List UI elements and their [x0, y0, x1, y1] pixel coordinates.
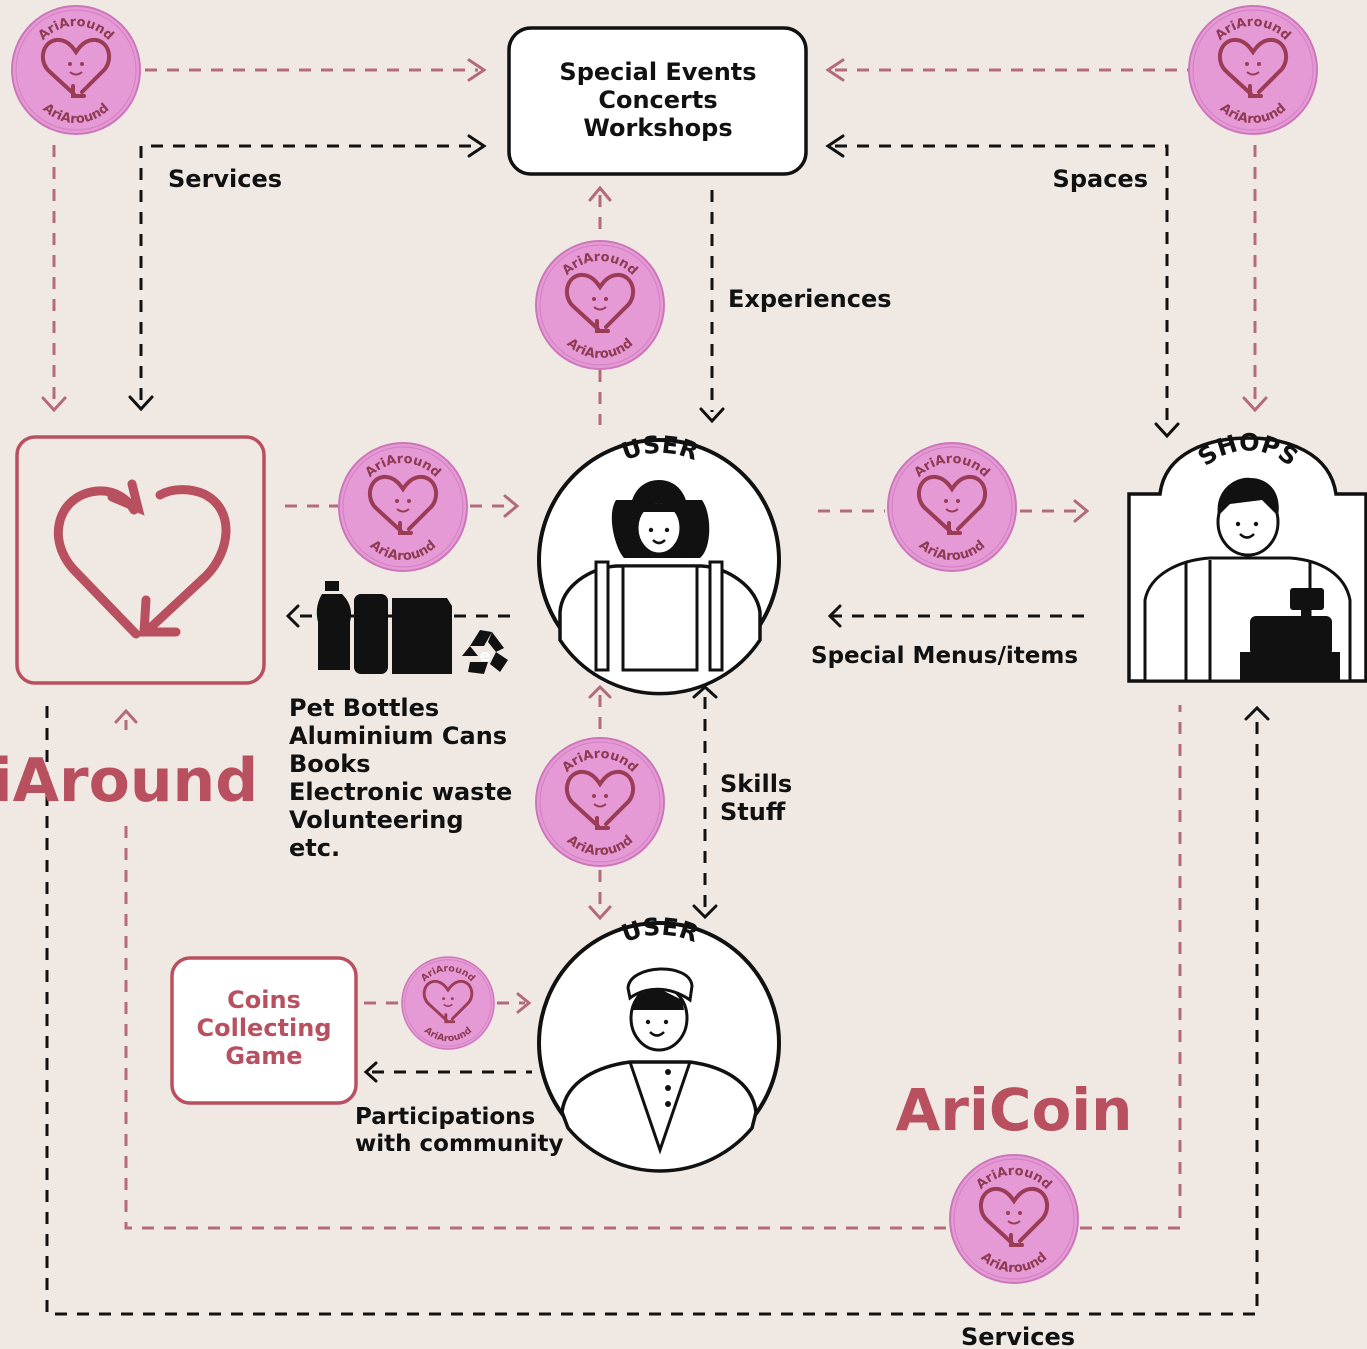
coins-game-box: Coins Collecting Game	[170, 956, 358, 1105]
brand-left-title: iAround	[0, 746, 258, 816]
brand-aricoin-title: AriCoin	[896, 1076, 1133, 1144]
ariaround-logo-box	[15, 435, 266, 685]
waste-list: Pet Bottles Aluminium Cans Books Electro…	[289, 694, 512, 862]
waste-item: Aluminium Cans	[289, 722, 507, 750]
ariaround-coin-icon	[1187, 4, 1319, 136]
special-events-box: Special Events Concerts Workshops	[507, 26, 808, 176]
waste-item: Books	[289, 750, 371, 778]
label-skills: Skills	[720, 770, 792, 798]
waste-item: etc.	[289, 834, 340, 862]
ariaround-coin-icon	[400, 955, 496, 1051]
coins-game-line-1: Coins	[227, 986, 301, 1014]
waste-item: Electronic waste	[289, 778, 512, 806]
waste-item: Volunteering	[289, 806, 464, 834]
bottle-icon	[316, 581, 352, 670]
coins-game-line-3: Game	[225, 1042, 302, 1070]
label-participations-1: Participations	[355, 1104, 535, 1130]
events-line-1: Special Events	[559, 58, 756, 86]
can-icon	[354, 594, 388, 674]
recyclables-group: e	[316, 581, 508, 674]
label-services-top: Services	[168, 165, 282, 193]
recycle-icon: e	[462, 630, 508, 674]
ariaround-coin-icon	[534, 736, 666, 868]
shop-illustration: SHOPS	[1127, 428, 1367, 683]
recycle-letter: e	[480, 646, 491, 665]
ariaround-coin-icon	[886, 441, 1018, 573]
label-stuff: Stuff	[720, 798, 786, 826]
label-services-bottom: Services	[961, 1323, 1075, 1349]
book-icon	[392, 598, 452, 674]
label-special-menus: Special Menus/items	[811, 643, 1078, 669]
events-line-3: Workshops	[583, 114, 732, 142]
ariaround-coin-icon	[10, 4, 142, 136]
user-avatar-top: USER	[537, 431, 781, 696]
ariaround-coin-icon	[534, 239, 666, 371]
label-participations-2: with community	[355, 1131, 564, 1157]
coins-game-line-2: Collecting	[196, 1014, 331, 1042]
events-line-2: Concerts	[598, 86, 717, 114]
user-avatar-bottom: USER	[537, 913, 781, 1173]
ariaround-coin-icon	[337, 441, 469, 573]
label-experiences: Experiences	[728, 285, 892, 313]
waste-item: Pet Bottles	[289, 694, 439, 722]
ariaround-coin-icon	[948, 1153, 1080, 1285]
recycle-heart-icon	[54, 479, 231, 639]
label-spaces: Spaces	[1053, 165, 1148, 193]
